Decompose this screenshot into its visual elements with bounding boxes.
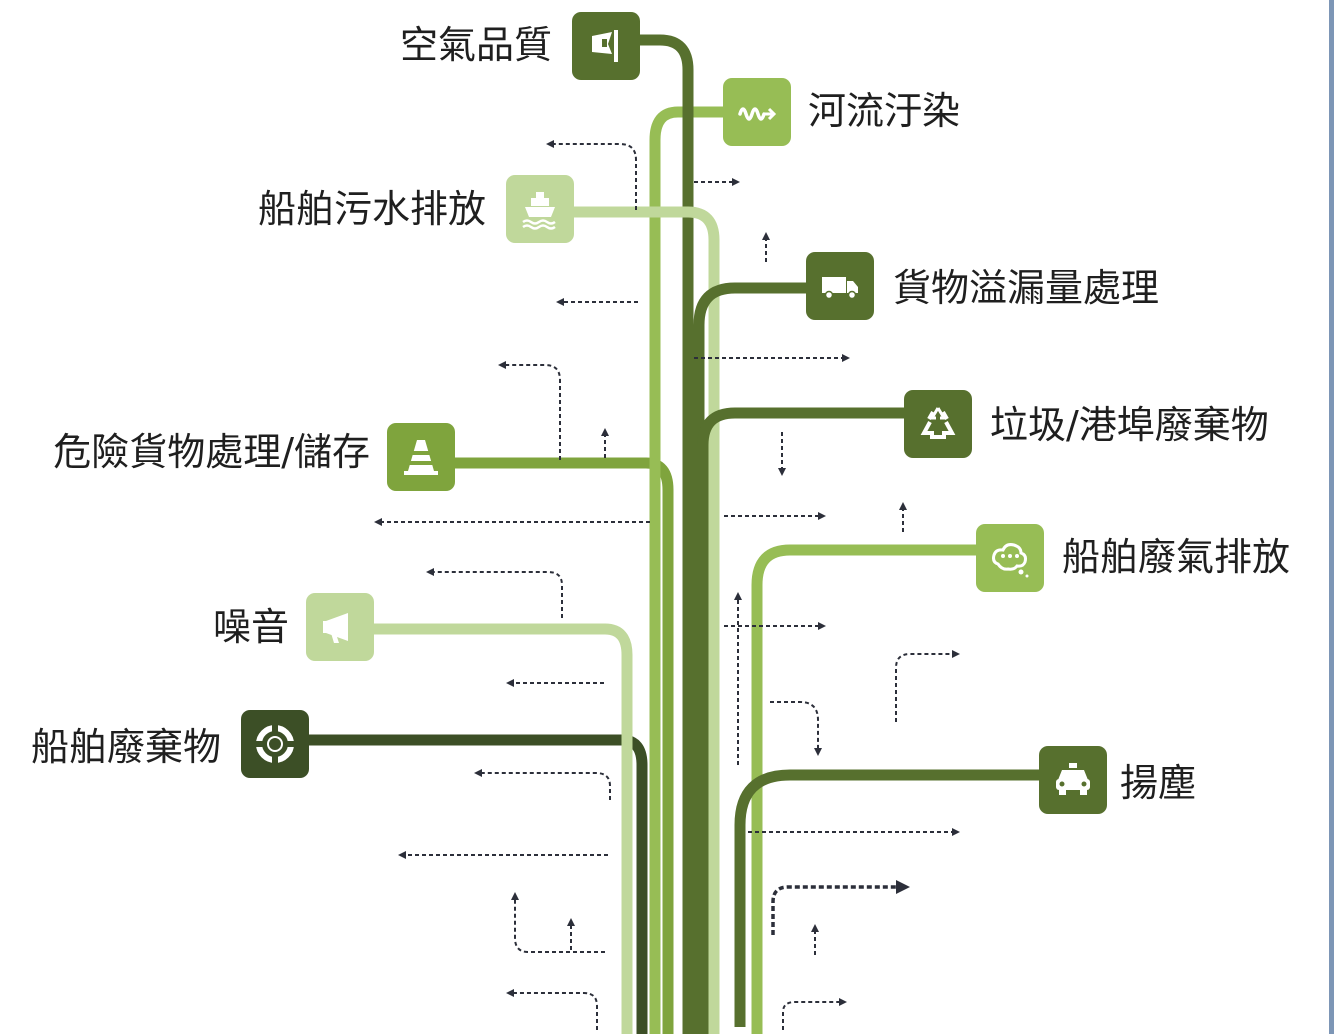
wave-icon — [738, 107, 777, 121]
noise-icon-box — [306, 593, 374, 661]
megaphone-icon — [323, 613, 348, 643]
flow-arrow — [782, 998, 847, 1030]
label-ship-exhaust: 船舶廢氣排放 — [1062, 535, 1291, 579]
branch-line-air — [638, 34, 694, 1034]
label-cargo-spill: 貨物溢漏量處理 — [893, 266, 1160, 310]
ship-waste-icon-box — [241, 710, 309, 778]
cargo-spill-icon-box — [806, 252, 874, 320]
truck-icon — [822, 277, 858, 300]
branch-line-cargo — [693, 282, 808, 1034]
ship-sewage-icon-box — [506, 175, 574, 243]
window-edge — [1329, 0, 1334, 1034]
flow-arrow — [506, 989, 598, 1030]
flow-arrow — [546, 140, 637, 210]
branch-line-garbage — [697, 407, 906, 1034]
label-air-quality: 空氣品質 — [399, 23, 552, 67]
branch-line-noise — [370, 623, 633, 1034]
branch-line-river — [649, 106, 725, 1034]
flow-arrow — [426, 568, 563, 618]
branch-line-sewage — [570, 206, 720, 1034]
label-river-pollution: 河流汙染 — [808, 89, 961, 133]
flow-arrow — [895, 650, 960, 722]
flow-arrow — [770, 701, 822, 756]
branch-line-dust — [734, 769, 1041, 1027]
branch-line-hazard — [452, 457, 674, 1034]
ship-icon — [522, 192, 556, 230]
label-garbage-waste: 垃圾/港埠廢棄物 — [990, 403, 1269, 447]
cloud-icon — [992, 543, 1029, 578]
lifebuoy-icon — [256, 725, 294, 763]
river-pollution-icon-box — [723, 78, 791, 146]
label-hazard-goods: 危險貨物處理/儲存 — [53, 430, 370, 474]
ship-exhaust-icon-box — [976, 524, 1044, 592]
label-ship-waste: 船舶廢棄物 — [30, 725, 221, 769]
label-noise: 噪音 — [212, 605, 289, 649]
flow-arrow — [511, 892, 605, 953]
flow-arrow — [474, 769, 611, 800]
label-ship-sewage: 船舶污水排放 — [257, 187, 486, 231]
flow-arrow — [498, 361, 561, 460]
garbage-waste-icon-box — [904, 390, 972, 458]
hazard-goods-icon-box — [387, 423, 455, 491]
air-quality-icon-box — [572, 12, 640, 80]
flow-arrow-bold — [771, 880, 910, 935]
branch-line-exhaust — [751, 544, 978, 1034]
cone-icon — [404, 440, 438, 475]
label-dust: 揚塵 — [1120, 761, 1197, 805]
dust-icon-box — [1039, 746, 1107, 814]
recycle-icon — [920, 407, 956, 439]
flag-icon — [592, 30, 618, 62]
taxi-icon — [1056, 763, 1090, 795]
